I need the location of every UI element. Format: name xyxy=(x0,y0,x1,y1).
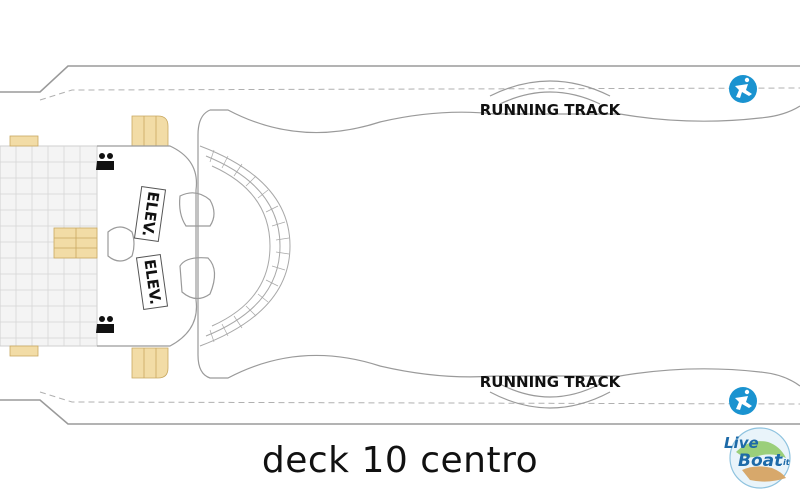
stairs-left-top xyxy=(9,135,39,147)
restroom-icon-bottom xyxy=(96,316,114,333)
curved-seating xyxy=(199,145,291,347)
track-oval-bottom xyxy=(489,383,611,409)
pool-deck-outline xyxy=(197,105,800,387)
hull-outline xyxy=(0,65,800,425)
stairs-upper xyxy=(131,115,169,147)
running-figure-icon-top xyxy=(729,75,757,103)
elevator-lobby xyxy=(97,145,216,347)
running-track-path xyxy=(39,87,800,405)
liveboat-logo: Live Boat .it xyxy=(724,427,791,489)
elevator-1: ELEV. xyxy=(133,186,167,242)
elevator-2: ELEV. xyxy=(135,254,169,310)
track-oval-top xyxy=(489,80,611,105)
logo-line1: Live xyxy=(724,434,759,452)
deck-title: deck 10 centro xyxy=(261,440,539,481)
stairs-lower xyxy=(131,347,169,379)
running-track-label-top: RUNNING TRACK xyxy=(480,101,622,119)
logo-line2: Boat xyxy=(738,451,783,471)
logo-suffix: .it xyxy=(780,458,791,467)
stairs-left-bottom xyxy=(9,345,39,357)
running-track-label-bottom: RUNNING TRACK xyxy=(480,373,622,391)
restroom-icon-top xyxy=(96,153,114,170)
running-figure-icon-bottom xyxy=(729,387,757,415)
stairs-center xyxy=(53,227,98,259)
